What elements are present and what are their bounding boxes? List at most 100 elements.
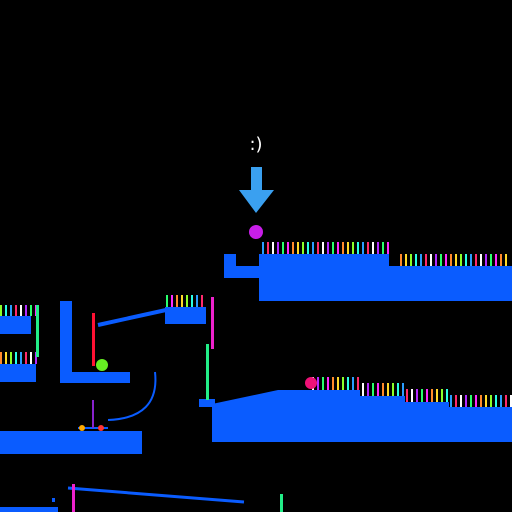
stripe [277, 242, 279, 254]
stripe [20, 352, 22, 364]
stripe [367, 242, 369, 254]
stripe [435, 254, 437, 266]
stripe [5, 305, 7, 316]
stripe [505, 254, 507, 266]
stripe [430, 254, 432, 266]
stripe [475, 395, 477, 407]
stripe [176, 295, 178, 307]
stripe [322, 377, 324, 390]
stripe [392, 383, 394, 396]
stripe [495, 395, 497, 407]
stripe [332, 377, 334, 390]
player-ball[interactable] [249, 225, 263, 239]
stripe [455, 254, 457, 266]
mid-small-platform [165, 307, 206, 324]
orange-ball[interactable] [79, 425, 85, 431]
upper-ledge-step [224, 266, 260, 278]
stripe [480, 254, 482, 266]
stripe [405, 254, 407, 266]
stripe [470, 395, 472, 407]
stripe [382, 242, 384, 254]
stripe [510, 395, 512, 407]
upper-platform-main [259, 254, 389, 301]
upper-platform-right [388, 266, 512, 301]
stripe [406, 389, 408, 402]
stripe [272, 242, 274, 254]
stripe [475, 254, 477, 266]
stripe [431, 389, 433, 402]
red-ball[interactable] [98, 425, 104, 431]
post-green-bottom [280, 494, 283, 512]
stripe [480, 395, 482, 407]
stripe [352, 242, 354, 254]
green-ball[interactable] [96, 359, 108, 371]
stripe [402, 383, 404, 396]
stripe [436, 389, 438, 402]
stripe [446, 389, 448, 402]
stripe [455, 395, 457, 407]
post-green-mid [206, 344, 209, 400]
bottom-tick [52, 498, 55, 502]
stripe [30, 305, 32, 316]
left-floor [0, 431, 142, 454]
stripe [287, 242, 289, 254]
stripe [30, 352, 32, 364]
stripe [332, 242, 334, 254]
stripe [10, 305, 12, 316]
stripe [450, 395, 452, 407]
stripe [337, 242, 339, 254]
post-purple [92, 400, 94, 428]
stripe [347, 242, 349, 254]
stripe [312, 242, 314, 254]
bottom-left-platform [0, 507, 58, 512]
stripe [166, 295, 168, 307]
stripe [171, 295, 173, 307]
stripe [20, 305, 22, 316]
tilted-bar-bottom [67, 486, 245, 504]
post-green-left [36, 305, 39, 357]
stripe [362, 383, 364, 396]
stripe [470, 254, 472, 266]
stripe [35, 352, 37, 364]
stripe [372, 383, 374, 396]
stripe [347, 377, 349, 390]
lower-step-2 [403, 402, 449, 442]
stripe [387, 383, 389, 396]
curved-track [107, 371, 157, 421]
stripe [327, 242, 329, 254]
stripe [505, 395, 507, 407]
stripe [15, 352, 17, 364]
stripe [500, 254, 502, 266]
stripe [400, 254, 402, 266]
stripe [490, 395, 492, 407]
l-base [60, 372, 130, 383]
lower-step-3 [447, 407, 512, 442]
stripe [495, 254, 497, 266]
stripe [490, 254, 492, 266]
pink-ball[interactable] [305, 377, 317, 389]
emoticon-label: :) [249, 134, 263, 155]
stripe [357, 242, 359, 254]
stripe [416, 389, 418, 402]
stripe [307, 242, 309, 254]
down-arrow-icon [239, 167, 274, 213]
stripe [201, 295, 203, 307]
stripe [25, 352, 27, 364]
left-block-top [0, 316, 31, 334]
stripe [465, 395, 467, 407]
stripe [327, 377, 329, 390]
stripe [410, 254, 412, 266]
post-red [92, 313, 95, 366]
stripe [0, 352, 2, 364]
stripe [411, 389, 413, 402]
stripe [25, 305, 27, 316]
stripe [382, 383, 384, 396]
stripe [367, 383, 369, 396]
stripe [292, 242, 294, 254]
stripe [196, 295, 198, 307]
post-magenta [211, 297, 214, 349]
stripe [485, 395, 487, 407]
stripe [262, 242, 264, 254]
stripe [460, 254, 462, 266]
